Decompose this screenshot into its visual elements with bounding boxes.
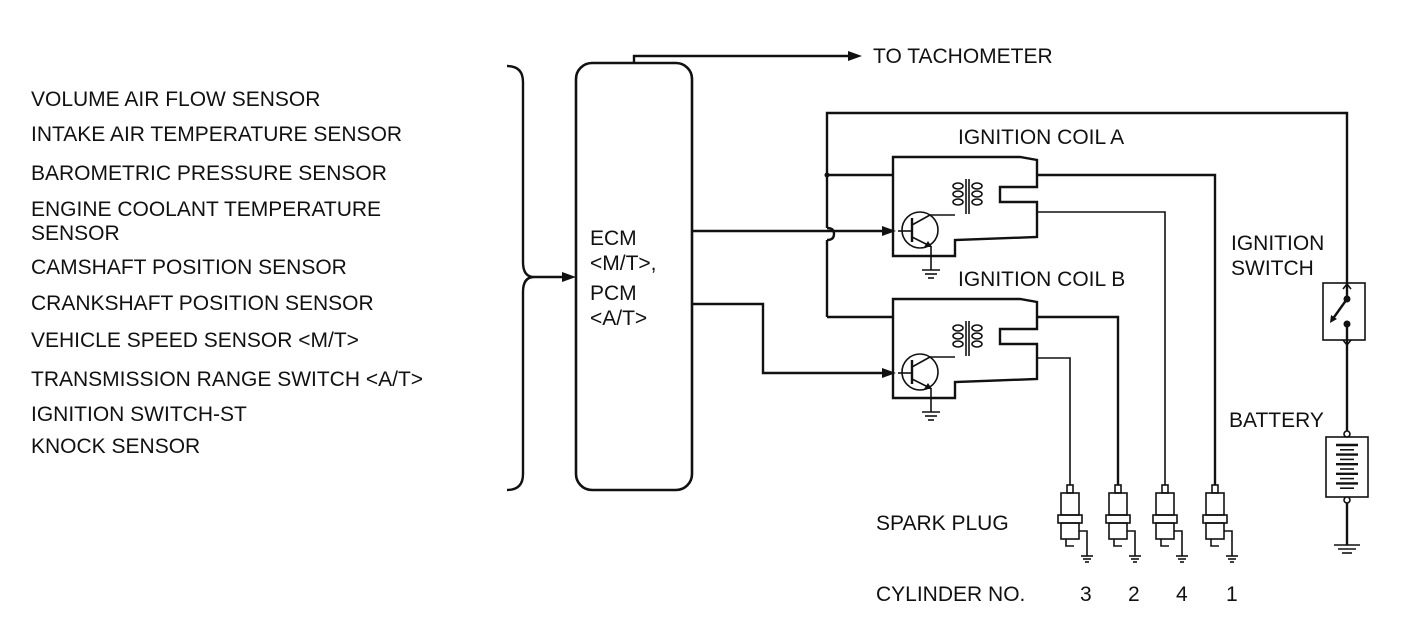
sensor-label-continued: SENSOR xyxy=(31,222,120,245)
lead-cylinder-3 xyxy=(1037,357,1071,485)
ignition-coil-a: IGNITION COIL A xyxy=(891,126,1124,279)
cylinder-number: 3 xyxy=(1080,583,1092,606)
ecm-label: ECM xyxy=(590,227,637,250)
coil-b-label: IGNITION COIL B xyxy=(958,268,1125,291)
transformer-icon xyxy=(952,321,983,356)
spark-plug-icon xyxy=(1057,484,1093,563)
cylinder-number: 4 xyxy=(1176,583,1188,606)
sensor-label: CRANKSHAFT POSITION SENSOR xyxy=(31,292,374,315)
lead-cylinder-1 xyxy=(1037,173,1217,485)
sensor-label: ENGINE COOLANT TEMPERATURE xyxy=(31,198,381,221)
ground-icon xyxy=(922,388,940,421)
transformer-icon xyxy=(952,179,983,214)
ground-icon xyxy=(922,246,940,279)
sensor-label: BAROMETRIC PRESSURE SENSOR xyxy=(31,162,387,185)
ecm-signal-lines xyxy=(692,226,896,378)
ignition-switch: IGNITION SWITCH xyxy=(1231,232,1366,436)
cylinder-label: CYLINDER NO. xyxy=(876,583,1025,606)
spark-plug-icon xyxy=(1202,484,1238,563)
arrow-icon xyxy=(562,272,576,282)
arrow-icon xyxy=(882,368,896,378)
tachometer-label: TO TACHOMETER xyxy=(873,45,1053,68)
sensor-label: TRANSMISSION RANGE SWITCH <A/T> xyxy=(31,368,423,391)
ecm-pcm-module: ECM <M/T>, PCM <A/T> xyxy=(574,61,694,492)
signal-wire-coil-b xyxy=(692,302,884,375)
arrow-icon xyxy=(848,51,862,61)
arrow-icon xyxy=(882,226,896,236)
sensor-label: VOLUME AIR FLOW SENSOR xyxy=(31,88,320,111)
battery: BATTERY xyxy=(1229,409,1369,554)
transistor-icon xyxy=(898,353,955,391)
cylinder-number: 2 xyxy=(1128,583,1140,606)
tachometer-output: TO TACHOMETER xyxy=(632,45,1053,68)
coil-a-label: IGNITION COIL A xyxy=(958,126,1124,149)
ignition-switch-label: IGNITION xyxy=(1231,232,1324,255)
pcm-label: PCM xyxy=(590,282,637,305)
ignition-coil-b: IGNITION COIL B xyxy=(891,268,1125,421)
switch-housing xyxy=(1322,282,1366,341)
power-bus xyxy=(824,111,1349,319)
input-brace xyxy=(506,64,576,492)
spark-plug-icon xyxy=(1152,484,1188,563)
sensor-label: VEHICLE SPEED SENSOR <M/T> xyxy=(31,329,359,352)
spark-plug-icon xyxy=(1105,484,1141,563)
switch-lever-icon xyxy=(1331,298,1348,321)
spark-plug-label: SPARK PLUG xyxy=(876,512,1009,535)
sensor-label: IGNITION SWITCH-ST xyxy=(31,403,247,426)
junction-dot xyxy=(824,172,830,178)
transistor-icon xyxy=(898,211,955,249)
spark-plugs: SPARK PLUG xyxy=(876,484,1238,563)
input-sensor-list: VOLUME AIR FLOW SENSOR INTAKE AIR TEMPER… xyxy=(31,88,423,458)
ignition-switch-label: SWITCH xyxy=(1231,257,1314,280)
sensor-label: CAMSHAFT POSITION SENSOR xyxy=(31,256,347,279)
cylinder-number: 1 xyxy=(1226,583,1238,606)
lead-cylinder-4 xyxy=(1037,211,1166,485)
cylinder-numbers: CYLINDER NO. 3 2 4 1 xyxy=(876,583,1238,606)
sensor-label: KNOCK SENSOR xyxy=(31,435,200,458)
high-tension-leads xyxy=(1037,173,1217,485)
sensor-label: INTAKE AIR TEMPERATURE SENSOR xyxy=(31,123,402,146)
pcm-at-label: <A/T> xyxy=(590,307,647,330)
lead-cylinder-2 xyxy=(1037,315,1120,485)
ecm-mt-label: <M/T>, xyxy=(590,252,657,275)
ground-icon xyxy=(1334,544,1360,554)
battery-label: BATTERY xyxy=(1229,409,1324,432)
